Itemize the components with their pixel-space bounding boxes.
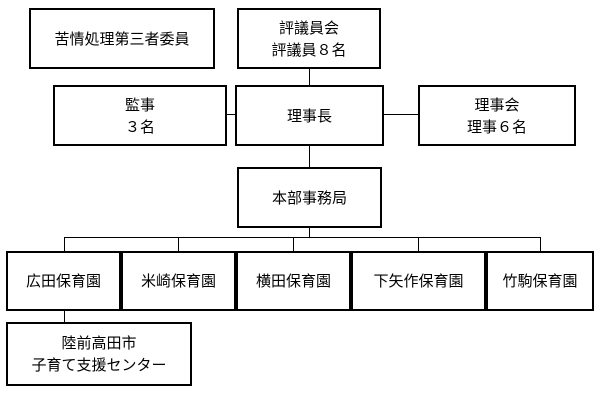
nursery-box-yokota: 横田保育園 (236, 251, 351, 311)
support-center-line2: 子育て支援センター (31, 356, 167, 374)
nursery-box-yonesaki: 米崎保育園 (121, 251, 236, 311)
connector-headquarters-bus (309, 228, 310, 237)
connector-nursery-support-center (64, 311, 65, 322)
connector-drop-nursery-3 (293, 237, 294, 251)
support-center-box: 陸前高田市 子育て支援センター (6, 322, 192, 386)
nursery-box-hirota: 広田保育園 (6, 251, 121, 311)
connector-drop-nursery-2 (178, 237, 179, 251)
board-detail: 理事６名 (466, 117, 527, 136)
council-detail: 評議員８名 (271, 40, 347, 59)
headquarters-label: 本部事務局 (271, 188, 347, 207)
council-title: 評議員会 (278, 18, 339, 37)
nursery-label: 下矢作保育園 (373, 272, 464, 290)
chairman-label: 理事長 (286, 106, 332, 125)
nursery-label: 横田保育園 (255, 272, 331, 290)
board-title: 理事会 (474, 95, 520, 114)
connector-drop-nursery-4 (418, 237, 419, 251)
nursery-box-takekoma: 竹駒保育園 (486, 251, 594, 311)
connector-nursery-bus (64, 237, 541, 238)
connector-auditors-chairman (227, 114, 235, 115)
connector-council-chairman (309, 69, 310, 85)
chairman-box: 理事長 (235, 85, 384, 146)
auditors-detail: ３名 (124, 117, 155, 136)
auditors-title: 監事 (124, 95, 155, 114)
connector-drop-nursery-1 (64, 237, 65, 251)
support-center-line1: 陸前高田市 (61, 334, 137, 352)
complaint-committee-label: 苦情処理第三者委員 (54, 29, 190, 48)
nursery-label: 竹駒保育園 (502, 272, 578, 290)
connector-chairman-board (384, 114, 418, 115)
nursery-box-shimoyahagi: 下矢作保育園 (351, 251, 486, 311)
connector-chairman-headquarters (309, 146, 310, 167)
auditors-box: 監事 ３名 (53, 85, 227, 146)
council-box: 評議員会 評議員８名 (237, 8, 381, 69)
nursery-label: 広田保育園 (25, 272, 101, 290)
headquarters-box: 本部事務局 (237, 167, 382, 228)
board-box: 理事会 理事６名 (418, 85, 576, 146)
complaint-committee-box: 苦情処理第三者委員 (29, 8, 215, 69)
connector-drop-nursery-5 (540, 237, 541, 251)
nursery-label: 米崎保育園 (140, 272, 216, 290)
